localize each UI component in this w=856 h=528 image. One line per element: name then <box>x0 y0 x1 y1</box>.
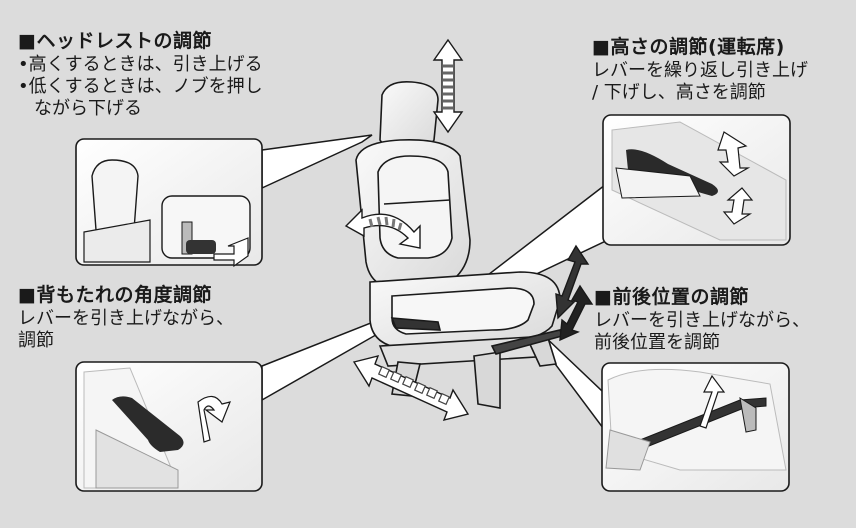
recline-line-2: 調節 <box>18 330 54 351</box>
height-line-2: / 下げし、高さを調節 <box>592 82 766 103</box>
headrest-detail-panel <box>75 138 263 268</box>
headrest-title: ■ヘッドレストの調節 <box>18 30 212 52</box>
headrest-bullet-1: •高くするときは、引き上げる <box>18 54 263 75</box>
headrest-bullet-2: •低くするときは、ノブを押し <box>18 76 263 97</box>
recline-title: ■背もたれの角度調節 <box>18 284 212 306</box>
height-arrow <box>555 244 594 342</box>
seat <box>355 80 564 409</box>
slide-line-2: 前後位置を調節 <box>594 332 720 353</box>
recline-detail-panel <box>75 361 263 492</box>
slide-detail-panel <box>601 362 790 492</box>
recline-line-1: レバーを引き上げながら、 <box>18 308 234 329</box>
height-line-1: レバーを繰り返し引き上げ <box>592 60 808 81</box>
slide-arrow <box>352 354 470 422</box>
slide-title: ■前後位置の調節 <box>594 286 749 308</box>
recline-arrow <box>344 208 421 249</box>
slide-line-1: レバーを引き上げながら、 <box>594 310 810 331</box>
headrest-bullet-2-cont: ながら下げる <box>34 98 142 119</box>
height-title: ■高さの調節(運転席) <box>592 36 785 58</box>
headrest-arrow <box>432 38 464 134</box>
height-detail-panel <box>602 114 791 246</box>
